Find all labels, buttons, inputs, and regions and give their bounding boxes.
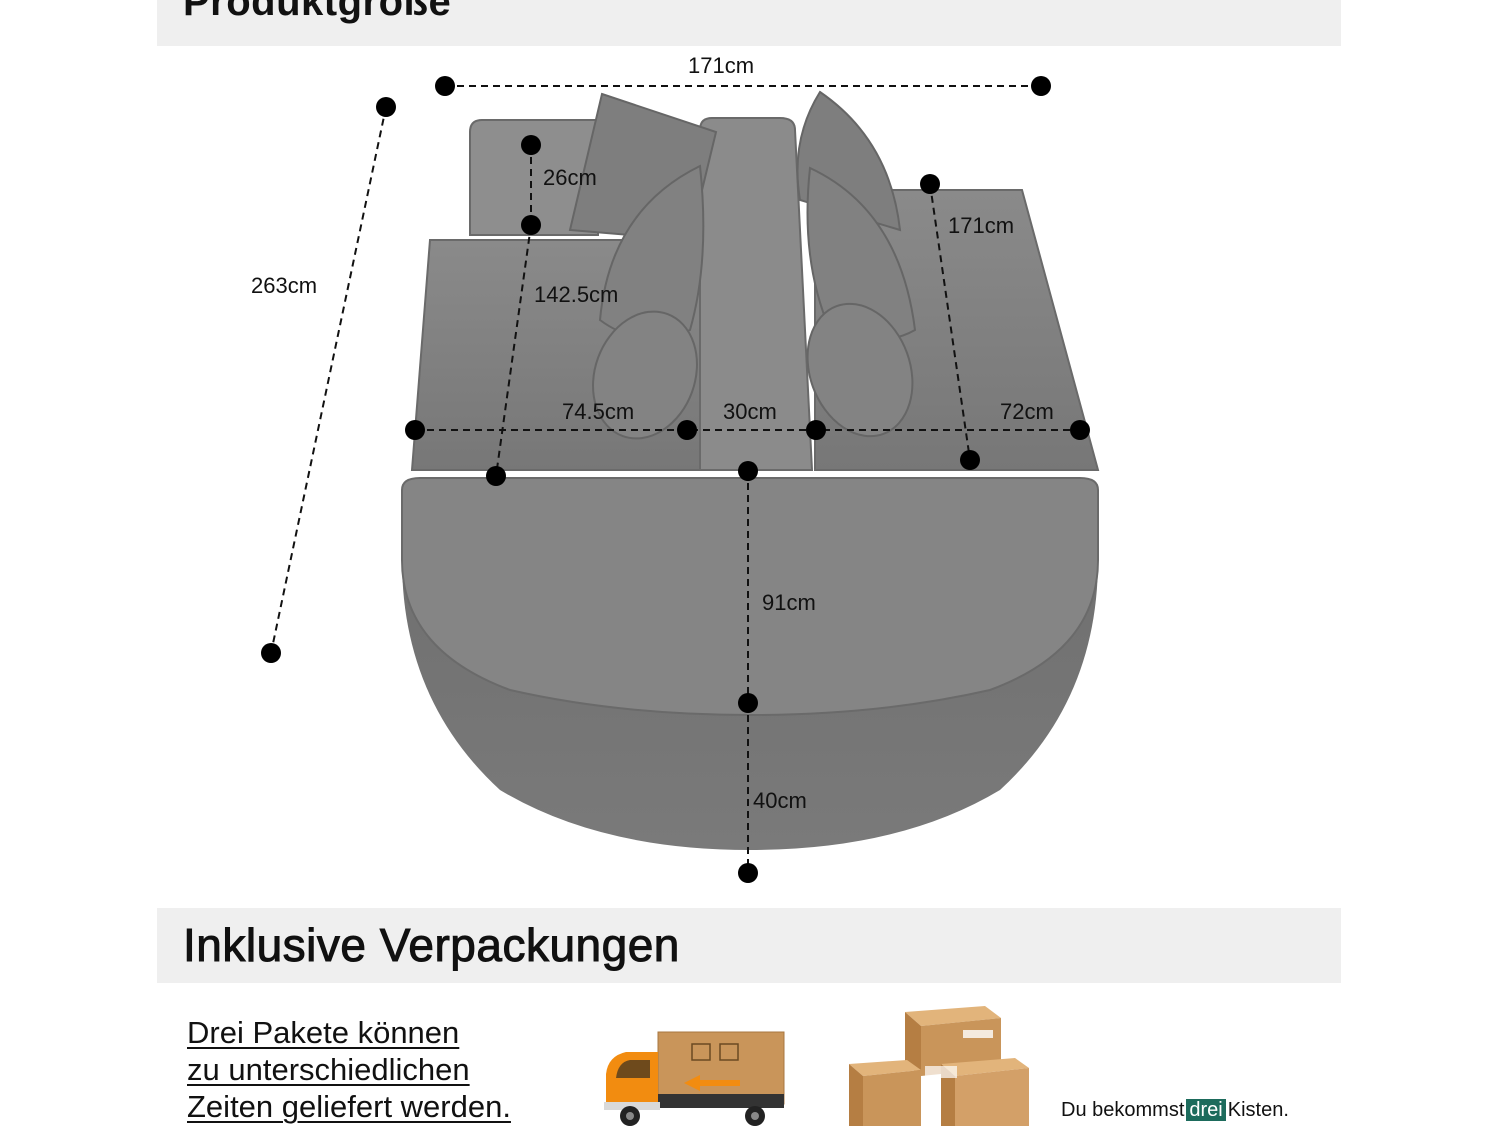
- delivery-note-line-2: zu unterschiedlichen: [187, 1052, 470, 1087]
- endpoint-dot: [1070, 420, 1090, 440]
- dimension-labels: 171cm 263cm 26cm 142.5cm 171cm 74.5cm 30…: [251, 53, 1054, 813]
- boxes-caption-before: Du bekommst: [1061, 1099, 1185, 1121]
- endpoint-dot: [486, 466, 506, 486]
- dimension-endpoints: [261, 76, 1090, 883]
- endpoint-dot: [261, 643, 281, 663]
- boxes-caption-after: Kisten.: [1227, 1099, 1289, 1121]
- sofa-illustration: [401, 90, 1100, 850]
- label-left-width: 74.5cm: [562, 399, 634, 424]
- label-overall-width: 171cm: [688, 53, 754, 78]
- endpoint-dot: [960, 450, 980, 470]
- endpoint-dot: [920, 174, 940, 194]
- packaging-banner: Inklusive Verpackungen: [157, 908, 1341, 983]
- endpoint-dot: [1031, 76, 1051, 96]
- label-seat-depth: 142.5cm: [534, 282, 618, 307]
- delivery-note: Drei Pakete können zu unterschiedlichen …: [187, 1014, 511, 1125]
- dimline-seat-depth: [495, 224, 532, 477]
- endpoint-dot: [376, 97, 396, 117]
- endpoint-dot: [521, 215, 541, 235]
- endpoint-dot: [738, 863, 758, 883]
- label-ottoman-height: 40cm: [753, 788, 807, 813]
- label-right-width: 72cm: [1000, 399, 1054, 424]
- delivery-note-line-1: Drei Pakete können: [187, 1015, 460, 1050]
- sofa-dimension-diagram: 171cm 263cm 26cm 142.5cm 171cm 74.5cm 30…: [251, 53, 1100, 883]
- label-armrest-height: 26cm: [543, 165, 597, 190]
- dimline-side-depth: [929, 183, 971, 461]
- label-middle-width: 30cm: [723, 399, 777, 424]
- dimline-overall-length: [270, 106, 387, 654]
- endpoint-dot: [677, 420, 697, 440]
- endpoint-dot: [738, 461, 758, 481]
- dimension-lines: [270, 85, 1080, 873]
- product-size-banner: Produktgröße: [157, 0, 1341, 46]
- endpoint-dot: [521, 135, 541, 155]
- packaging-title: Inklusive Verpackungen: [183, 919, 680, 971]
- stacked-boxes-icon: [849, 1006, 1029, 1126]
- endpoint-dot: [806, 420, 826, 440]
- label-side-depth: 171cm: [948, 213, 1014, 238]
- endpoint-dot: [405, 420, 425, 440]
- endpoint-dot: [435, 76, 455, 96]
- endpoint-dot: [738, 693, 758, 713]
- product-size-title: Produktgröße: [183, 0, 452, 24]
- label-overall-length: 263cm: [251, 273, 317, 298]
- boxes-caption-highlight: drei: [1186, 1099, 1226, 1121]
- delivery-truck-icon: [604, 1031, 785, 1126]
- label-ottoman-depth: 91cm: [762, 590, 816, 615]
- delivery-note-line-3: Zeiten geliefert werden.: [187, 1089, 511, 1124]
